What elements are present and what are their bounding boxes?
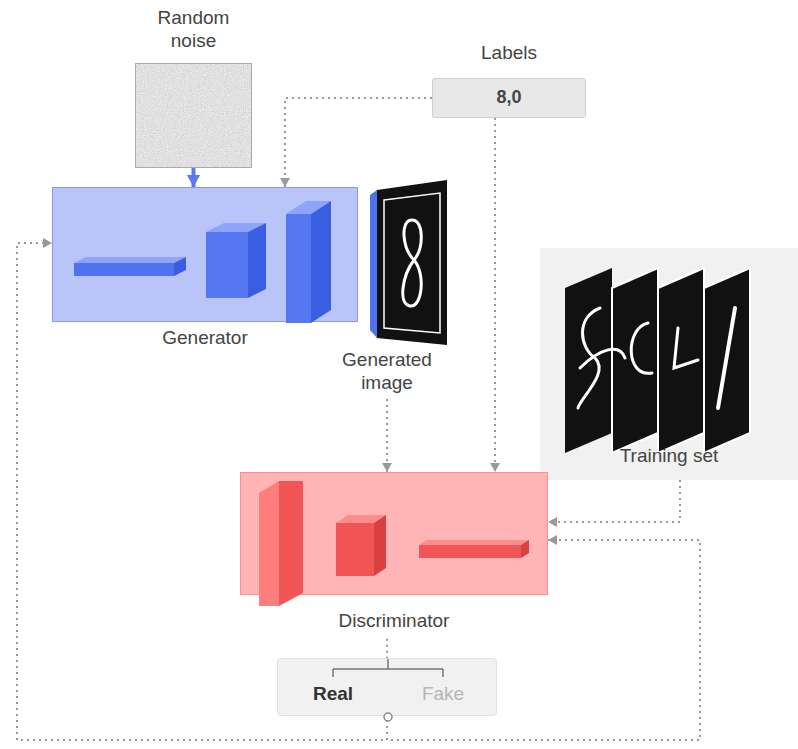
noise-input: Random noise [135, 63, 252, 168]
disc-block-side [374, 515, 386, 576]
arrow-head [548, 517, 557, 527]
output-real: Real [293, 683, 373, 706]
training-set-panel-figure [540, 248, 798, 480]
generated-image: Generated image [322, 180, 452, 395]
discriminator-box-figure [241, 473, 549, 596]
arrow-head [43, 238, 52, 248]
arrow-head [382, 463, 392, 472]
noise-texture [135, 63, 252, 168]
generator-box-figure [53, 188, 359, 323]
disc-dense-top [419, 540, 529, 545]
disc-block [336, 523, 374, 576]
training-cards [565, 268, 750, 453]
connector-line [386, 639, 388, 658]
arrow-head [280, 178, 290, 187]
output-bracket [333, 659, 443, 677]
connector-line [285, 98, 432, 187]
disc-dense-side [521, 540, 529, 558]
node-heading: Random noise [148, 7, 239, 53]
conv-slab-side [311, 201, 331, 323]
image-frame [384, 193, 440, 333]
generator-box: Generator [52, 187, 358, 322]
node-label: Generator [53, 327, 357, 350]
noise-base [135, 63, 252, 168]
output-port [384, 713, 392, 721]
dotted-connector [387, 639, 388, 658]
image-panel [377, 180, 447, 345]
digit-eight-stroke [403, 220, 422, 306]
node-label: Generated image [322, 349, 452, 395]
conv-block-side [248, 223, 266, 298]
connector-line [494, 118, 496, 472]
disc-dense [419, 545, 521, 558]
dense-layer [74, 263, 174, 276]
output-fake: Fake [403, 683, 483, 706]
output-box-figure [278, 659, 498, 717]
connector-line [548, 480, 680, 522]
arrow-head [187, 175, 200, 187]
input-arrow [187, 168, 200, 187]
conv-block [206, 232, 248, 298]
node-heading: Labels [433, 42, 585, 65]
arrow-head [490, 463, 500, 472]
image-edge [370, 190, 377, 338]
label-box: Labels8,0 [432, 78, 586, 118]
conv-slab [286, 214, 311, 323]
training-set-panel: Training set [540, 248, 798, 480]
dotted-connector [382, 399, 392, 472]
disc-slab [279, 481, 303, 606]
dotted-connector [490, 118, 500, 472]
noise-input-figure [135, 63, 252, 168]
panel-label: Training set [540, 445, 798, 468]
dotted-connector [280, 98, 432, 187]
dense-layer-side [174, 257, 186, 276]
discriminator-box: Discriminator [240, 472, 548, 595]
connector-line [386, 399, 388, 472]
node-label: Discriminator [241, 610, 547, 633]
arrow-head [548, 535, 557, 545]
dense-layer-top [74, 257, 186, 263]
disc-slab-face [259, 481, 279, 606]
dotted-connector [548, 480, 680, 527]
output-box: Real Fake [277, 658, 497, 716]
noise-border [136, 64, 252, 168]
label-value: 8,0 [433, 87, 585, 109]
